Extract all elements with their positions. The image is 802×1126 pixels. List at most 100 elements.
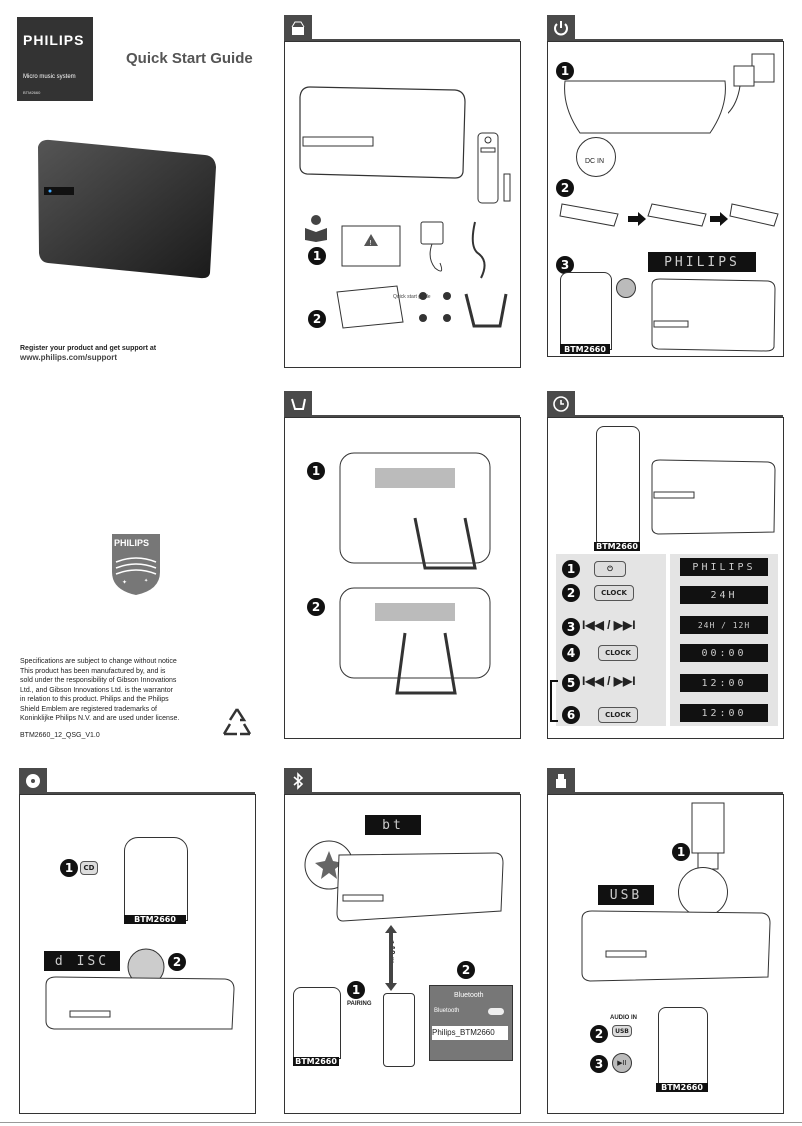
stand-drawing — [464, 293, 508, 328]
clock-step-3-display: 24H / 12H — [680, 616, 768, 634]
clock-tab-line — [547, 415, 783, 418]
cd-button: CD — [80, 861, 98, 875]
clock-steps-bg — [556, 554, 666, 726]
usb-remote-drawing — [658, 1007, 708, 1089]
support-url[interactable]: www.philips.com/support — [20, 353, 118, 362]
stand-attach-drawing — [339, 452, 491, 570]
unbox-tab-line — [284, 39, 520, 42]
unbox-step-1: 1 — [308, 247, 326, 265]
remote-top-drawing — [560, 272, 612, 350]
usb-tab-line — [547, 792, 783, 795]
stand-tab-line — [284, 415, 520, 418]
stand-tab — [284, 391, 312, 417]
speaker-back-drawing — [564, 80, 726, 134]
remote-drawing — [477, 132, 499, 204]
power-tab — [547, 15, 575, 41]
usb-display: USB — [598, 885, 654, 905]
speaker-drawing — [299, 86, 466, 179]
clock-step-5-button: I◀◀ / ▶▶I — [582, 674, 636, 688]
reader-icon — [305, 215, 327, 242]
unbox-step-2: 2 — [308, 310, 326, 328]
battery-insert-steps — [559, 203, 779, 227]
wall-adapter-drawing — [728, 53, 775, 114]
svg-text:✦: ✦ — [144, 578, 148, 584]
audio-in-label: AUDIO IN — [610, 1015, 637, 1021]
cd-tab-line — [19, 792, 255, 795]
bt-device-name[interactable]: Philips_BTM2660 — [432, 1026, 508, 1040]
booklet-label: Quick start guide — [393, 294, 431, 300]
bt-toggle[interactable] — [488, 1008, 504, 1015]
speaker-product-photo — [38, 139, 216, 279]
guide-title: Quick Start Guide — [126, 50, 253, 67]
usb-step-2: 2 — [590, 1025, 608, 1043]
philips-shield-logo: ✦ ✦ — [112, 534, 160, 595]
power-step-3: 3 — [556, 256, 574, 274]
clock-step-2-display: 24H — [680, 586, 768, 604]
unbox-tab — [284, 15, 312, 41]
clock-step-6-display: 12:00 — [680, 704, 768, 722]
usb-port-callout — [678, 867, 728, 917]
cd-step-1: 1 — [60, 859, 78, 877]
bluetooth-tab — [284, 768, 312, 794]
usb-panel: 1 USB 2 AUDIO IN USB 3 ▶II BTM2660 — [547, 794, 784, 1114]
warning-booklet: ! — [341, 225, 401, 267]
audio-cable-drawing — [471, 221, 486, 279]
clock-model-label: BTM2660 — [594, 542, 640, 551]
register-text: Register your product and get support at — [20, 345, 157, 352]
clock-step-1-display: PHILIPS — [680, 558, 768, 576]
power-model-label: BTM2660 — [560, 344, 610, 354]
dc-in-label: DC IN — [585, 158, 605, 165]
page-bottom-rule — [0, 1122, 802, 1123]
bluetooth-tab-line — [284, 792, 520, 795]
unbox-panel: 1 ! 2 Quick start guide — [284, 41, 521, 368]
clock-step-6-num: 6 — [562, 706, 580, 724]
bt-range-arrow — [385, 925, 397, 991]
clock-displays-bg — [670, 554, 778, 726]
usb-model-label: BTM2660 — [656, 1083, 708, 1092]
power-panel: 1 DC IN 2 3 BTM2660 PHILIPS — [547, 41, 784, 357]
stand-attached-drawing — [339, 587, 491, 695]
power-step-2: 2 — [556, 179, 574, 197]
cover-logo-box: PHILIPS Micro music system BTM2660 — [17, 17, 93, 101]
bt-remote-drawing — [293, 987, 341, 1059]
usb-button: USB — [612, 1025, 632, 1037]
clock-remote-drawing — [596, 426, 640, 548]
doc-code: BTM2660_12_QSG_V1.0 — [20, 732, 100, 739]
usb-step-1: 1 — [672, 843, 690, 861]
stand-step-2: 2 — [307, 598, 325, 616]
clock-step-1-num: 1 — [562, 560, 580, 578]
bt-step-2: 2 — [457, 961, 475, 979]
clock-step-5-display: 12:00 — [680, 674, 768, 692]
stand-step-1: 1 — [307, 462, 325, 480]
usb-tab — [547, 768, 575, 794]
cd-remote-drawing — [124, 837, 188, 921]
bluetooth-icon — [293, 772, 304, 790]
power-step-1: 1 — [556, 62, 574, 80]
clock-step-3-num: 3 — [562, 618, 580, 636]
cd-tab — [19, 768, 47, 794]
cd-loading-drawing — [45, 948, 235, 1030]
clock-step-4-num: 4 — [562, 644, 580, 662]
quick-start-booklet — [336, 285, 404, 329]
model-small: BTM2660 — [23, 90, 41, 95]
power-icon — [554, 21, 568, 36]
clock-panel: BTM2660 1 ⏻ PHILIPS 2 CLOCK 24H 3 I◀◀ / … — [547, 417, 784, 739]
usb-speaker-drawing — [581, 910, 771, 982]
power-display: PHILIPS — [648, 252, 756, 272]
stand-panel: 1 2 — [284, 417, 521, 739]
usb-icon — [556, 774, 566, 788]
product-line: Micro music system — [23, 74, 76, 80]
power-button-callout — [616, 278, 636, 298]
bt-step-1: 1 — [347, 981, 365, 999]
power-adapter-drawing — [420, 221, 444, 272]
bluetooth-panel: bt ≤ 10 m 1 PAIRING BTM2660 2 Bluetooth … — [284, 794, 521, 1114]
battery-drawing — [503, 173, 511, 202]
unbox-icon — [291, 21, 305, 35]
cd-display: d ISC — [44, 951, 120, 971]
speaker-front-drawing — [651, 278, 776, 352]
usb-play-button: ▶II — [612, 1053, 632, 1073]
screws-drawing — [419, 292, 451, 322]
pairing-label: PAIRING — [347, 1001, 372, 1007]
repeat-bracket — [550, 680, 558, 722]
clock-step-3-button: I◀◀ / ▶▶I — [582, 618, 636, 632]
